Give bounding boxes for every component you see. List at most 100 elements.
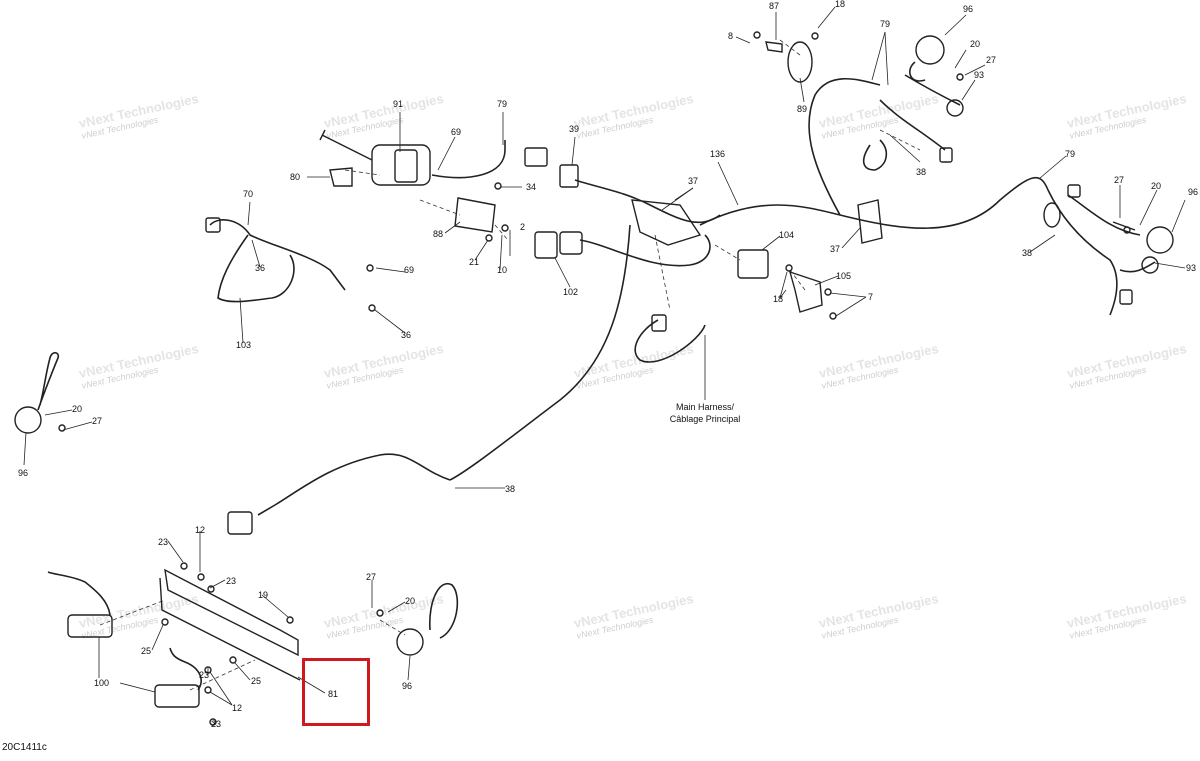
callout-96[interactable]: 96	[1188, 187, 1198, 197]
callout-27[interactable]: 27	[1114, 175, 1124, 185]
callout-19[interactable]: 19	[258, 590, 268, 600]
main-harness-label-fr: Câblage Principal	[670, 414, 741, 424]
lamp	[14, 351, 60, 434]
component-outlines	[14, 31, 1174, 726]
leader-lines	[23, 6, 1186, 725]
callout-93[interactable]: 93	[1186, 263, 1196, 273]
main-harness-label: Main Harness/ Câblage Principal	[670, 402, 741, 424]
callout-69[interactable]: 69	[451, 127, 461, 137]
callout-8[interactable]: 8	[728, 31, 733, 41]
rear-lamp	[47, 571, 113, 638]
connector	[651, 314, 667, 332]
callout-23[interactable]: 23	[158, 537, 168, 547]
lamp	[396, 582, 459, 656]
callout-39[interactable]: 39	[569, 124, 579, 134]
callout-23[interactable]: 23	[211, 719, 221, 729]
bracket	[329, 167, 353, 187]
highlight-box-part-81	[302, 658, 370, 726]
rear-lamp	[154, 647, 202, 708]
callout-79[interactable]: 79	[497, 99, 507, 109]
callout-27[interactable]: 27	[986, 55, 996, 65]
callout-91[interactable]: 91	[393, 99, 403, 109]
lamp	[1112, 221, 1174, 254]
main-harness-label-en: Main Harness/	[676, 402, 735, 412]
harness-loop	[205, 217, 346, 303]
callout-20[interactable]: 20	[970, 39, 980, 49]
callout-23[interactable]: 23	[226, 576, 236, 586]
callout-100[interactable]: 100	[94, 678, 109, 688]
callout-12[interactable]: 12	[195, 525, 205, 535]
callout-27[interactable]: 27	[366, 572, 376, 582]
callout-105[interactable]: 105	[836, 271, 851, 281]
callout-96[interactable]: 96	[963, 4, 973, 14]
callout-81[interactable]: 81	[328, 689, 338, 699]
assembly-guide-lines	[99, 39, 921, 691]
junction-block	[631, 199, 702, 246]
callout-36[interactable]: 36	[255, 263, 265, 273]
relay	[737, 249, 769, 279]
callout-136[interactable]: 136	[710, 149, 725, 159]
mounting-plate	[159, 568, 301, 681]
callout-2[interactable]: 2	[520, 222, 525, 232]
callout-37[interactable]: 37	[688, 176, 698, 186]
callout-38[interactable]: 38	[505, 484, 515, 494]
callout-80[interactable]: 80	[290, 172, 300, 182]
callout-10[interactable]: 10	[497, 265, 507, 275]
callout-103[interactable]: 103	[236, 340, 251, 350]
callout-87[interactable]: 87	[769, 1, 779, 11]
callout-18[interactable]: 18	[835, 0, 845, 9]
callout-labels: 8 87 18 79 96 20 27 93 89 38 91 79 69 39…	[18, 0, 1198, 729]
lamp	[909, 35, 945, 82]
callout-37[interactable]: 37	[830, 244, 840, 254]
callout-20[interactable]: 20	[405, 596, 415, 606]
callout-79[interactable]: 79	[880, 19, 890, 29]
callout-69[interactable]: 69	[404, 265, 414, 275]
switch-assembly	[319, 129, 431, 186]
relay	[534, 231, 583, 259]
callout-25[interactable]: 25	[251, 676, 261, 686]
callout-104[interactable]: 104	[779, 230, 794, 240]
control-module	[454, 197, 496, 233]
callout-18[interactable]: 18	[773, 294, 783, 304]
callout-93[interactable]: 93	[974, 70, 984, 80]
harness-loop	[862, 139, 953, 171]
callout-96[interactable]: 96	[402, 681, 412, 691]
callout-20[interactable]: 20	[72, 404, 82, 414]
callout-70[interactable]: 70	[243, 189, 253, 199]
callout-89[interactable]: 89	[797, 104, 807, 114]
callout-34[interactable]: 34	[526, 182, 536, 192]
callout-38[interactable]: 38	[1022, 248, 1032, 258]
callout-79[interactable]: 79	[1065, 149, 1075, 159]
lamp-socket	[1119, 256, 1159, 305]
lamp-socket	[946, 99, 964, 117]
callout-96[interactable]: 96	[18, 468, 28, 478]
mount-bracket	[765, 41, 813, 83]
callout-20[interactable]: 20	[1151, 181, 1161, 191]
callout-25[interactable]: 25	[141, 646, 151, 656]
callout-23[interactable]: 23	[199, 670, 209, 680]
callout-12[interactable]: 12	[232, 703, 242, 713]
bracket	[788, 270, 823, 313]
callout-21[interactable]: 21	[469, 257, 479, 267]
main-harness-wires	[257, 74, 1156, 516]
callout-38[interactable]: 38	[916, 167, 926, 177]
connector	[227, 511, 253, 535]
callout-36[interactable]: 36	[401, 330, 411, 340]
callout-88[interactable]: 88	[433, 229, 443, 239]
callout-102[interactable]: 102	[563, 287, 578, 297]
callout-7[interactable]: 7	[868, 292, 873, 302]
figure-code: 20C1411c	[2, 742, 47, 753]
callout-27[interactable]: 27	[92, 416, 102, 426]
connector	[524, 147, 579, 188]
